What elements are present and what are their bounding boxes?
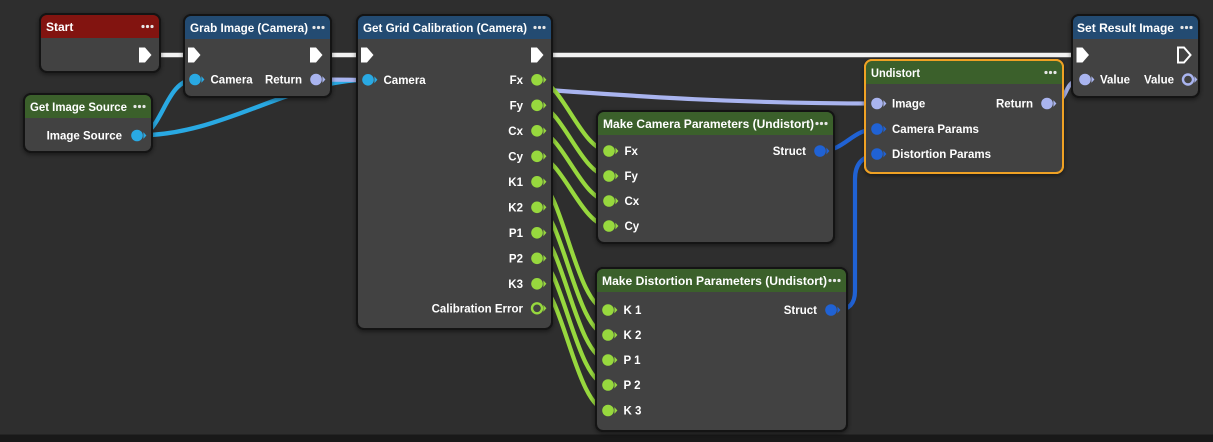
svg-text:Fx: Fx [625,146,639,158]
svg-text:Image: Image [892,99,925,111]
svg-text:P 2: P 2 [624,380,641,392]
svg-text:K 2: K 2 [624,330,642,342]
svg-text:Get Image Source: Get Image Source [30,100,127,114]
svg-text:Fx: Fx [510,75,524,87]
svg-text:Start: Start [46,20,73,34]
svg-text:Cx: Cx [625,196,640,208]
svg-text:Set Result Image: Set Result Image [1077,21,1174,35]
svg-text:K2: K2 [508,202,523,214]
svg-text:Cx: Cx [508,126,523,138]
svg-text:Cy: Cy [508,151,523,163]
svg-text:Make Distortion Parameters (Un: Make Distortion Parameters (Undistort) [602,274,827,288]
svg-text:Get Grid Calibration (Camera): Get Grid Calibration (Camera) [363,21,527,35]
svg-text:P2: P2 [509,253,523,265]
svg-text:Struct: Struct [773,146,806,158]
svg-text:K 3: K 3 [624,406,642,418]
svg-text:P1: P1 [509,228,524,240]
svg-text:Undistort: Undistort [871,66,920,80]
svg-text:Distortion Params: Distortion Params [892,149,991,161]
svg-text:K1: K1 [508,177,523,189]
svg-text:Value: Value [1144,75,1174,87]
svg-text:K3: K3 [508,279,523,291]
svg-text:Make Camera Parameters (Undist: Make Camera Parameters (Undistort) [603,117,814,131]
svg-text:Struct: Struct [784,305,817,317]
svg-text:Grab Image (Camera): Grab Image (Camera) [190,21,308,35]
svg-text:P 1: P 1 [624,355,642,367]
svg-text:Camera Params: Camera Params [892,124,979,136]
svg-text:Image Source: Image Source [47,131,122,143]
svg-text:Fy: Fy [625,171,639,183]
svg-text:Camera: Camera [384,75,427,87]
svg-text:Cy: Cy [625,221,640,233]
svg-text:Return: Return [265,75,302,87]
svg-text:K 1: K 1 [624,305,643,317]
svg-text:Value: Value [1100,75,1130,87]
svg-text:Camera: Camera [211,75,254,87]
svg-text:Fy: Fy [510,100,524,112]
svg-text:Return: Return [996,99,1033,111]
svg-text:Calibration Error: Calibration Error [432,303,524,315]
